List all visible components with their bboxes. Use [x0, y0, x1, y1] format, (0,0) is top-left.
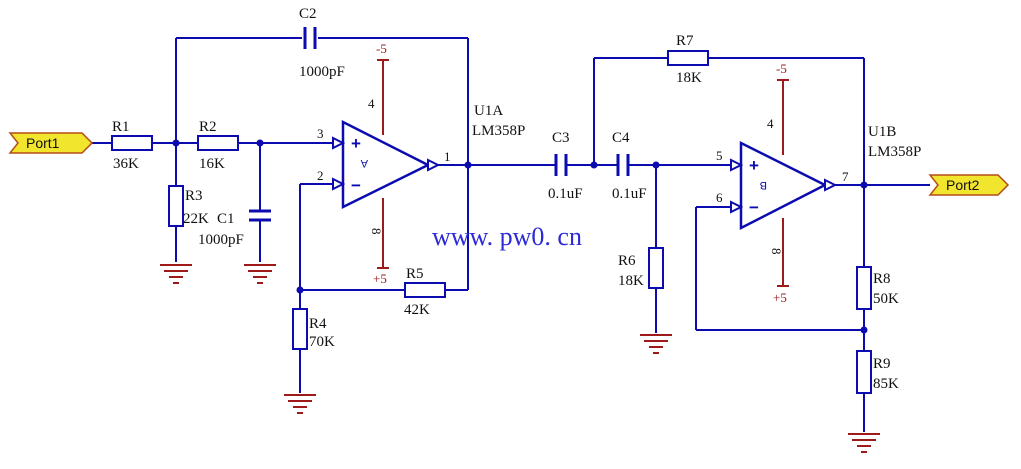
- r2-name: R2: [199, 119, 217, 135]
- resistor-r7[interactable]: R7 18K: [667, 33, 709, 86]
- c4-name: C4: [612, 130, 630, 146]
- u1b-ref: U1B: [868, 124, 896, 140]
- resistor-r6[interactable]: R6 18K: [618, 247, 664, 289]
- ground-symbol: [244, 264, 276, 284]
- u1a-pin-minus: 2: [317, 168, 324, 183]
- u1b-unit-label: B: [760, 179, 767, 191]
- junction-dot: [296, 286, 304, 294]
- port-input[interactable]: Port1: [8, 132, 94, 154]
- c2-name: C2: [299, 6, 317, 22]
- port-output[interactable]: Port2: [928, 174, 1010, 196]
- capacitor-c3[interactable]: C3 0.1uF: [548, 130, 583, 202]
- wiring: [90, 37, 930, 432]
- r3-name: R3: [185, 188, 203, 204]
- c1-value: 1000pF: [198, 232, 244, 248]
- resistor-r1[interactable]: R1 36K: [111, 119, 153, 172]
- r1-value: 36K: [113, 156, 139, 172]
- svg-text:−: −: [749, 198, 759, 217]
- junction-dot: [256, 139, 264, 147]
- junction-dot: [172, 139, 180, 147]
- r9-value: 85K: [873, 376, 899, 392]
- port-input-label: Port1: [26, 135, 60, 151]
- resistor-r8[interactable]: R8 50K: [856, 266, 899, 310]
- r7-value: 18K: [676, 70, 702, 86]
- u1b-pin-vneg: 4: [767, 116, 774, 131]
- c3-value: 0.1uF: [548, 186, 583, 202]
- u1b-vneg-label: -5: [776, 61, 787, 76]
- junction-dot: [860, 326, 868, 334]
- r1-name: R1: [112, 119, 130, 135]
- u1b-vpos-label: +5: [773, 290, 787, 305]
- c3-name: C3: [552, 130, 570, 146]
- junction-dot: [652, 161, 660, 169]
- r9-name: R9: [873, 356, 891, 372]
- junctions: [172, 139, 868, 334]
- ground-symbol: [284, 394, 316, 414]
- port-output-label: Port2: [946, 177, 980, 193]
- u1a-pin-out: 1: [444, 149, 451, 164]
- junction-dot: [590, 161, 598, 169]
- r6-name: R6: [618, 253, 636, 269]
- u1a-pin-plus: 3: [317, 126, 324, 141]
- ground-symbol: [160, 264, 192, 284]
- u1b-pin-minus: 6: [716, 190, 723, 205]
- r4-value: 70K: [309, 334, 335, 350]
- capacitor-c2[interactable]: C2 1000pF: [299, 6, 345, 80]
- u1a-part: LM358P: [472, 123, 525, 139]
- opamp-u1a[interactable]: + − A 3 2 1 4 8 -5 +5 U1A LM358P: [317, 41, 525, 286]
- resistor-r9[interactable]: R9 85K: [856, 350, 899, 394]
- u1b-pin-out: 7: [842, 169, 849, 184]
- resistor-r4[interactable]: R4 70K: [292, 308, 335, 350]
- ground-symbol: [848, 433, 880, 453]
- u1a-pin-vneg: 4: [368, 96, 375, 111]
- capacitor-c4[interactable]: C4 0.1uF: [612, 130, 647, 202]
- u1a-unit-label: A: [360, 157, 368, 169]
- r4-name: R4: [309, 316, 327, 332]
- r7-name: R7: [676, 33, 694, 49]
- c2-value: 1000pF: [299, 64, 345, 80]
- u1a-ref: U1A: [474, 103, 503, 119]
- c1-name: C1: [217, 211, 235, 227]
- c4-value: 0.1uF: [612, 186, 647, 202]
- resistor-r5[interactable]: R5 42K: [404, 266, 446, 318]
- r6-value: 18K: [618, 273, 644, 289]
- r2-value: 16K: [199, 156, 225, 172]
- r5-value: 42K: [404, 302, 430, 318]
- resistor-r2[interactable]: R2 16K: [197, 119, 239, 172]
- capacitor-c1[interactable]: C1 1000pF: [198, 209, 271, 248]
- svg-text:+: +: [749, 156, 759, 175]
- ground-symbol: [640, 334, 672, 354]
- u1a-vpos-label: +5: [373, 271, 387, 286]
- u1b-part: LM358P: [868, 144, 921, 160]
- u1b-pin-plus: 5: [716, 148, 723, 163]
- u1a-pin-vpos: 8: [369, 228, 384, 235]
- resistor-r3[interactable]: R3 22K: [168, 185, 209, 227]
- r8-value: 50K: [873, 291, 899, 307]
- watermark: www. pw0. cn: [432, 222, 582, 251]
- svg-text:−: −: [351, 176, 361, 195]
- u1a-vneg-label: -5: [376, 41, 387, 56]
- junction-dot: [860, 181, 868, 189]
- svg-text:+: +: [351, 134, 361, 153]
- junction-dot: [464, 161, 472, 169]
- opamp-u1b[interactable]: + − B 5 6 7 4 8 -5 +5 U1B LM358P: [716, 61, 921, 305]
- r3-value: 22K: [183, 211, 209, 227]
- r5-name: R5: [406, 266, 424, 282]
- u1b-pin-vpos: 8: [769, 248, 784, 255]
- r8-name: R8: [873, 271, 891, 287]
